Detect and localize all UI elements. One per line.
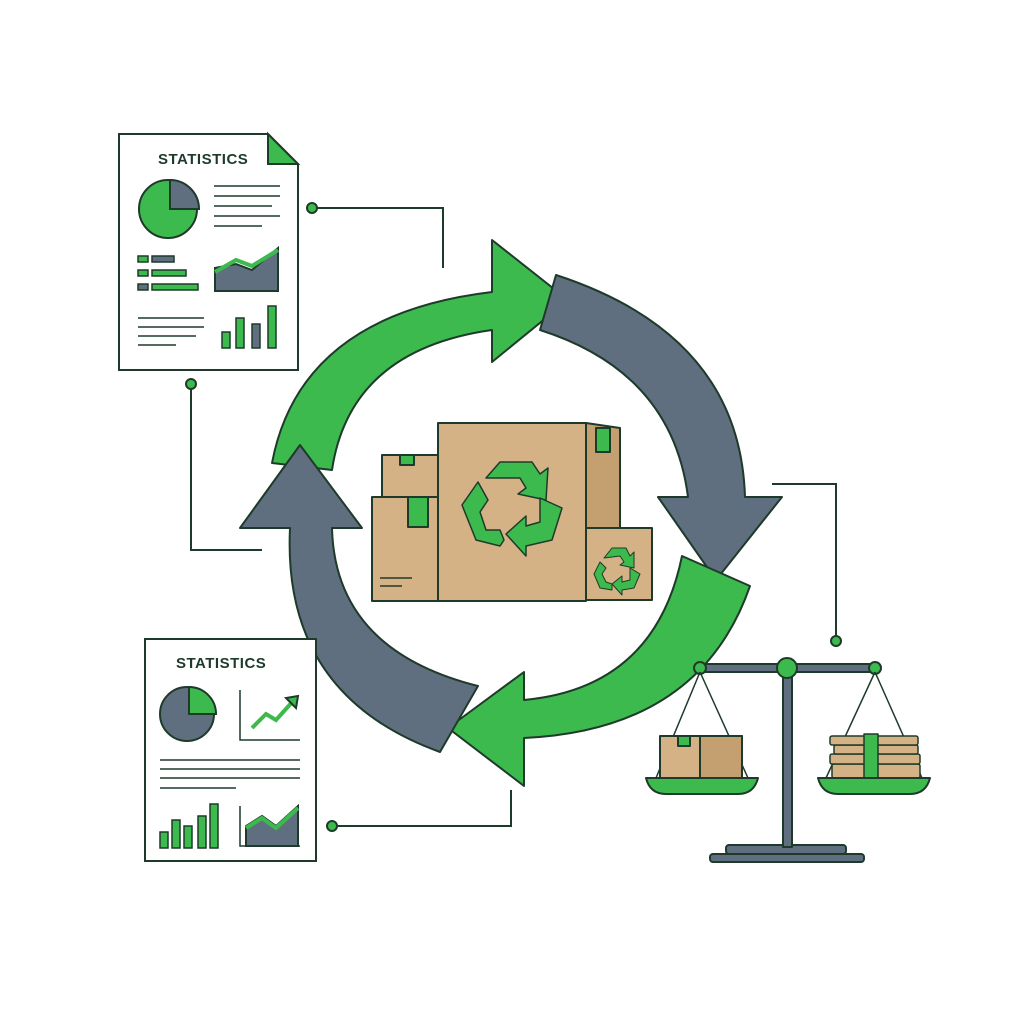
scale-end-right: [868, 661, 882, 675]
text-lines-icon: [214, 185, 280, 227]
text-lines-icon: [160, 759, 300, 789]
cardboard-box-icon: [437, 422, 621, 602]
recycle-icon: [593, 547, 641, 596]
connector-left-doc: [190, 384, 262, 551]
bar-chart-icon: [159, 803, 219, 849]
connector-dot: [306, 202, 318, 214]
statistics-document-bottom: STATISTICS: [144, 638, 317, 862]
cardboard-box-icon: [381, 454, 439, 498]
text-lines-icon: [138, 317, 204, 346]
money-stack-icon: [829, 733, 921, 779]
scale-pan-left: [645, 777, 759, 795]
recycle-icon: [461, 461, 563, 557]
area-chart-icon: [239, 803, 300, 847]
pie-chart-icon: [138, 178, 201, 239]
pie-chart-icon: [159, 685, 218, 742]
cardboard-box-icon: [371, 496, 443, 602]
scale-pan-right: [817, 777, 931, 795]
balance-scale-icon: [645, 657, 931, 863]
arrow-up-icon: [239, 444, 479, 753]
connector-top-doc: [312, 207, 444, 268]
connector-bottom-doc: [332, 790, 512, 827]
scale-foot: [709, 853, 865, 863]
page-corner-fold: [267, 131, 301, 165]
statistics-document-top: STATISTICS: [118, 131, 301, 371]
connector-lines: [185, 202, 842, 832]
connector-dot: [326, 820, 338, 832]
connector-dot: [185, 378, 197, 390]
scale-pivot: [776, 657, 798, 679]
arrow-right-icon: [271, 239, 569, 471]
cycle-arrows: [239, 239, 783, 787]
line-chart-icon: [239, 690, 300, 741]
bar-chart-icon: [221, 305, 277, 349]
connector-dot: [830, 635, 842, 647]
cardboard-box-icon: [659, 735, 743, 779]
arrow-down-icon: [539, 274, 783, 581]
connector-scale: [772, 483, 837, 636]
document-title: STATISTICS: [158, 151, 248, 168]
scale-end-left: [693, 661, 707, 675]
area-chart-icon: [214, 245, 280, 292]
center-boxes: [371, 422, 653, 602]
scale-post: [782, 671, 793, 848]
horizontal-bar-chart-icon: [137, 255, 199, 291]
document-title: STATISTICS: [176, 655, 266, 672]
